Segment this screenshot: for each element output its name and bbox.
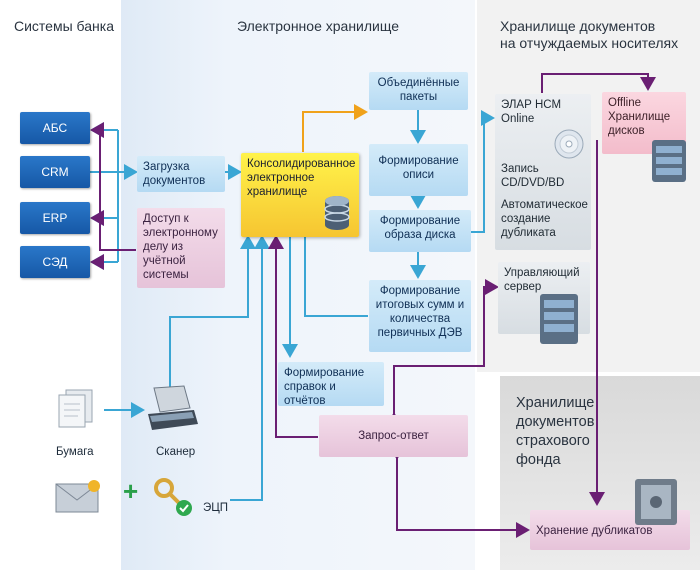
header-ins-line3: страхового: [516, 433, 590, 449]
offline-label: Offline Хранилище дисков: [608, 97, 671, 137]
system-erp: ERP: [20, 202, 90, 234]
plus-sign: +: [123, 476, 139, 506]
system-abs: АБС: [20, 112, 90, 144]
header-alien-line2: на отчуждаемых носителях: [500, 35, 679, 51]
header-bank-systems: Системы банка: [14, 18, 114, 34]
header-alien-storage: Хранилище документов на отчуждаемых носи…: [500, 18, 678, 52]
elar-auto: Автоматическое создание дубликата: [501, 199, 588, 239]
elar-box: ЭЛАР НСМ Online Запись CD/DVD/BD Автомат…: [495, 94, 591, 250]
safe-icon: [635, 479, 677, 525]
consolidated-label: Консолидированное электронное хранилище: [247, 158, 356, 198]
united-packets-box: Объединённые пакеты: [369, 72, 468, 110]
database-icon: [324, 196, 350, 230]
scanner-icon: [148, 385, 198, 430]
elar-write: Запись CD/DVD/BD: [501, 163, 565, 189]
disc-icon: [554, 129, 584, 159]
elar-title: ЭЛАР НСМ Online: [501, 99, 562, 125]
server-icon: [540, 294, 578, 344]
disk-image-box: Формирование образа диска: [369, 210, 471, 252]
access-box: Доступ к электронному делу из учётной си…: [137, 208, 225, 288]
system-sed: СЭД: [20, 246, 90, 278]
totals-box: Формирование итоговых сумм и количества …: [369, 280, 471, 352]
system-crm: CRM: [20, 156, 90, 188]
envelope-icon: [55, 480, 100, 513]
header-ins-line1: Хранилище: [516, 395, 595, 411]
scanner-label: Сканер: [156, 446, 196, 458]
request-response-box: Запрос-ответ: [319, 415, 468, 457]
consolidated-storage-box: Консолидированное электронное хранилище: [241, 153, 359, 237]
offline-server-icon: [652, 140, 686, 182]
inventory-box: Формирование описи: [369, 144, 468, 196]
paper-label: Бумага: [56, 446, 94, 458]
header-alien-line1: Хранилище документов: [500, 18, 656, 34]
paper-icon: [58, 389, 93, 428]
reports-box: Формирование справок и отчётов: [278, 362, 384, 407]
load-documents-box: Загрузка документов: [137, 156, 225, 192]
header-e-storage: Электронное хранилище: [237, 18, 400, 34]
key-icon: [154, 478, 192, 516]
mgmt-server-label: Управляющий сервер: [504, 267, 580, 293]
header-ins-line2: документов: [516, 414, 595, 430]
eds-label: ЭЦП: [203, 502, 229, 514]
